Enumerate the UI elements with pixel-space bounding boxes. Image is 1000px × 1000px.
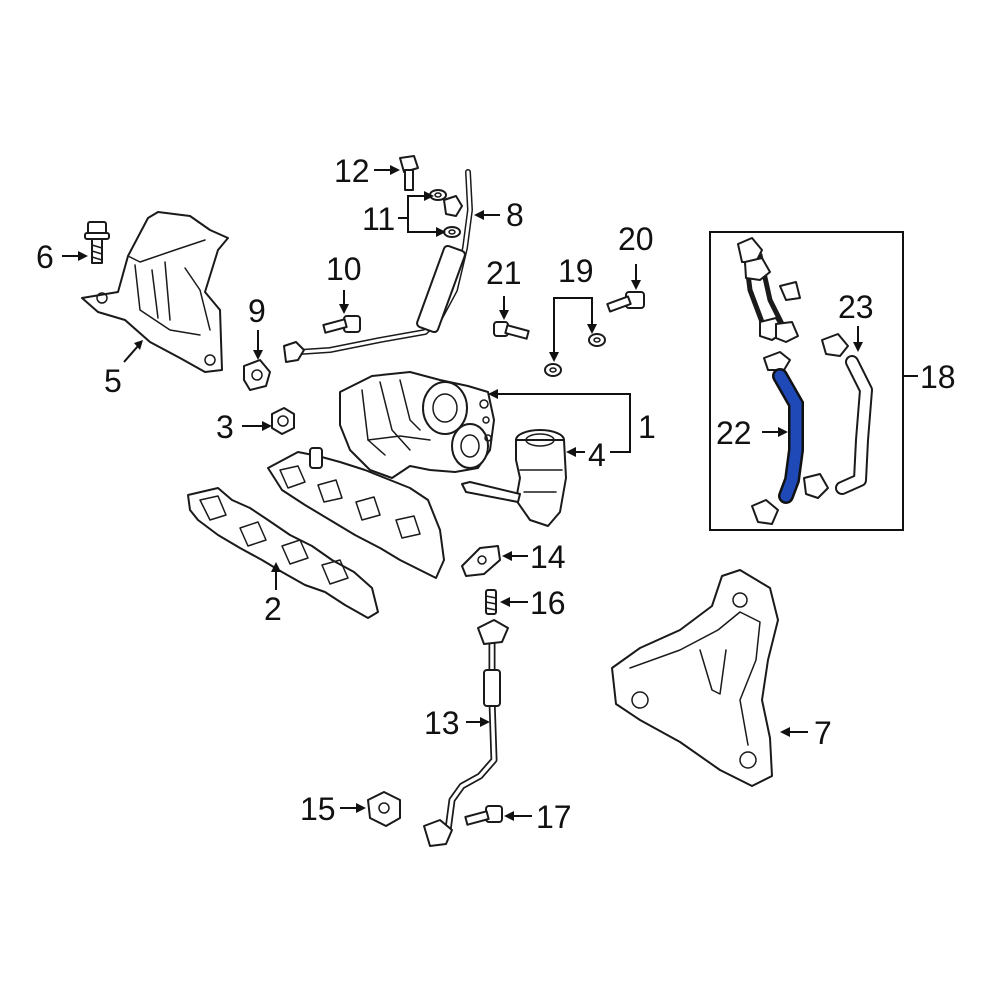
part-18-hose-kit-box <box>709 231 904 531</box>
callout-21: 21 <box>486 255 522 291</box>
part-5-heat-shield <box>81 211 229 373</box>
callout-13: 13 <box>424 705 460 741</box>
callout-18: 18 <box>920 359 956 395</box>
callout-14: 14 <box>530 539 566 575</box>
callout-1: 1 <box>638 409 656 445</box>
leader-lines <box>62 165 918 821</box>
part-17-bolt <box>464 805 503 826</box>
part-8-oil-feed-line <box>283 169 473 363</box>
callout-19: 19 <box>558 253 594 289</box>
callout-11: 11 <box>362 201 395 237</box>
callout-23: 23 <box>838 289 874 325</box>
callout-22: 22 <box>716 415 752 451</box>
part-9-gasket <box>243 359 271 391</box>
part-4-wastegate-actuator <box>461 429 567 527</box>
part-3-nut <box>271 407 295 435</box>
callout-9: 9 <box>248 293 266 329</box>
callout-7: 7 <box>814 715 832 751</box>
part-1-turbocharger-assembly <box>267 371 495 579</box>
callout-17: 17 <box>536 799 572 835</box>
part-7-heat-shield <box>611 569 779 787</box>
part-13-oil-return-line <box>423 619 509 847</box>
callout-2: 2 <box>264 591 282 627</box>
callout-8: 8 <box>506 197 524 233</box>
part-19-washers <box>544 333 606 377</box>
callout-labels: 1 2 3 4 5 6 7 8 9 10 11 12 13 14 15 16 1… <box>36 153 956 835</box>
callout-16: 16 <box>530 585 566 621</box>
part-12-bolt <box>399 155 419 191</box>
callout-3: 3 <box>216 409 234 445</box>
part-20-bolt <box>606 291 645 313</box>
part-16-stud <box>485 589 497 615</box>
callout-5: 5 <box>104 363 122 399</box>
callout-6: 6 <box>36 239 54 275</box>
part-22-hose-fill <box>774 370 802 502</box>
part-14-gasket <box>461 545 501 577</box>
callout-4: 4 <box>588 437 606 473</box>
callout-20: 20 <box>618 221 654 257</box>
part-10-banjo-bolt <box>322 315 361 334</box>
callout-15: 15 <box>300 791 336 827</box>
part-6-bolt <box>84 221 110 264</box>
part-21-bolt <box>493 321 530 340</box>
callout-10: 10 <box>326 251 362 287</box>
part-22-highlighted-hose <box>772 368 804 504</box>
callout-12: 12 <box>334 153 370 189</box>
part-2-manifold-gasket <box>187 487 379 619</box>
part-15-gasket <box>367 791 401 827</box>
